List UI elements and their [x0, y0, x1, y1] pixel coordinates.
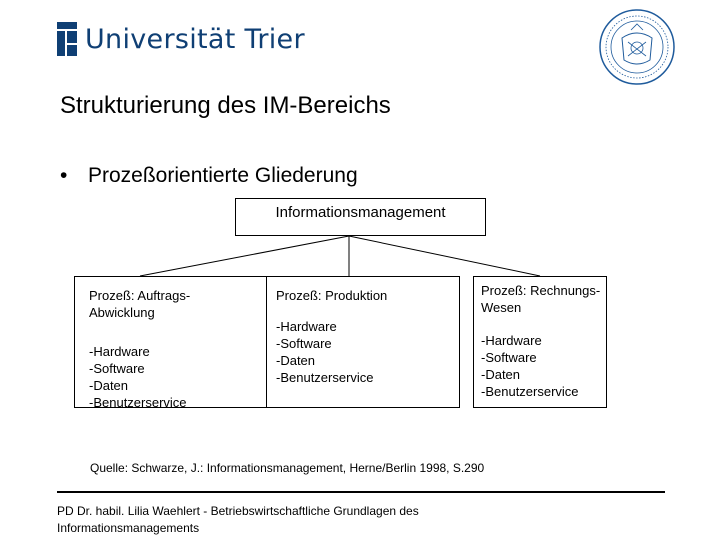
org-chart-box-auftragsabwicklung: Prozeß: Auftrags- Abwicklung -Hardware -…	[74, 276, 267, 410]
box-list-item: -Benutzerservice	[276, 370, 374, 385]
org-chart-box-produktion: Prozeß: Produktion -Hardware -Software -…	[266, 276, 460, 408]
org-chart-root-box: Informationsmanagement	[235, 198, 486, 236]
box-list-item: -Daten	[89, 378, 129, 393]
bullet-text: Prozeßorientierte Gliederung	[88, 164, 358, 187]
box-list-item: -Hardware	[276, 319, 337, 334]
source-citation: Quelle: Schwarze, J.: Informationsmanage…	[90, 461, 485, 475]
box-title-line: Prozeß: Auftrags-	[89, 288, 191, 303]
connector-root-right	[348, 235, 541, 277]
footer-line: PD Dr. habil. Lilia Waehlert - Betriebsw…	[57, 504, 419, 518]
box-title-line: Prozeß: Rechnungs-	[481, 283, 601, 298]
slide-title: Strukturierung des IM-Bereichs	[60, 92, 391, 119]
footer-line: Informationsmanagements	[57, 521, 200, 535]
box-title-line: Prozeß: Produktion	[276, 288, 388, 303]
bullet-symbol: •	[60, 164, 68, 187]
box-list-item: -Hardware	[89, 344, 150, 359]
org-chart-box-rechnungswesen: Prozeß: Rechnungs- Wesen -Hardware -Soft…	[473, 276, 607, 408]
box-list-item: -Benutzerservice	[89, 395, 187, 410]
box-list-item: -Software	[89, 361, 145, 376]
footer-divider	[57, 491, 665, 493]
bullet-item: • Prozeßorientierte Gliederung	[60, 164, 358, 188]
box-list-item: -Hardware	[481, 333, 542, 348]
university-logo-mark-icon	[57, 22, 77, 56]
university-logo: Universität Trier	[57, 18, 305, 60]
footer-text: PD Dr. habil. Lilia Waehlert - Betriebsw…	[57, 503, 497, 537]
connector-root-left	[139, 235, 350, 277]
box-list-item: -Daten	[276, 353, 316, 368]
box-title-line: Wesen	[481, 300, 522, 315]
box-title-line: Abwicklung	[89, 305, 155, 320]
root-label: Informationsmanagement	[275, 204, 446, 221]
university-seal-icon	[599, 9, 675, 85]
box-list-item: -Daten	[481, 367, 521, 382]
box-list-item: -Software	[276, 336, 332, 351]
logo-text: Universität Trier	[85, 23, 305, 55]
box-list-item: -Software	[481, 350, 537, 365]
box-list-item: -Benutzerservice	[481, 384, 579, 399]
